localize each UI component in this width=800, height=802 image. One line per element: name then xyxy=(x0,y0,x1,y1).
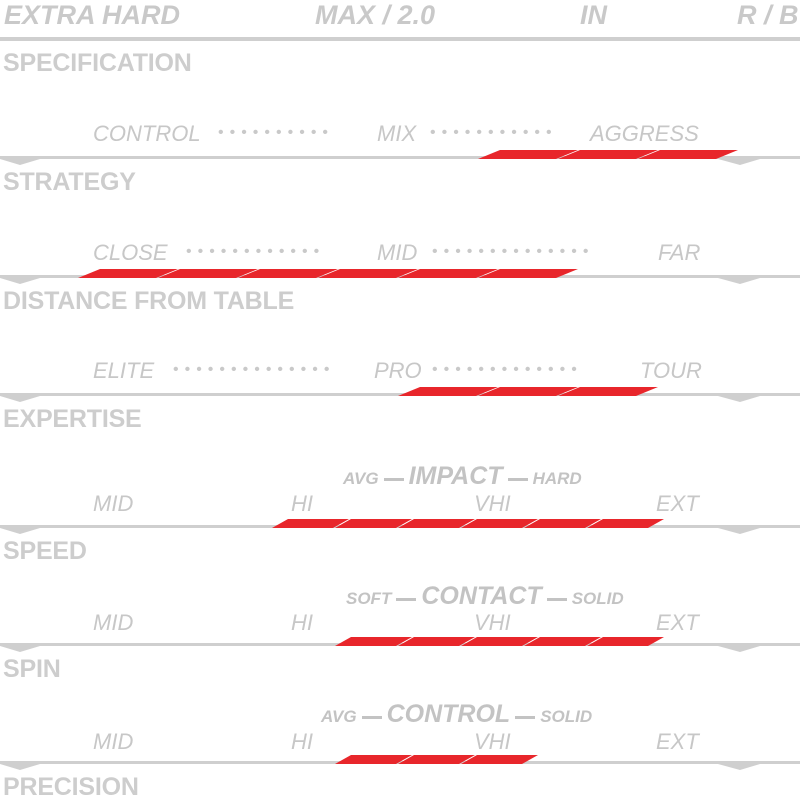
rating-segment xyxy=(398,755,475,764)
rating-segment xyxy=(398,269,498,278)
rating-segment xyxy=(335,519,412,528)
rating-segment xyxy=(478,150,578,159)
scale-label-mix: MIX xyxy=(377,121,417,146)
rating-segment xyxy=(318,269,418,278)
scale-label-pro: PRO xyxy=(374,358,422,383)
rating-segment xyxy=(398,387,498,396)
rating-segment xyxy=(398,637,475,646)
impact-left-label: AVG xyxy=(343,469,379,488)
rating-segment xyxy=(558,150,658,159)
scale-label-hi: HI xyxy=(291,729,313,754)
scale-label-hi: HI xyxy=(291,491,313,516)
hardness-label: EXTRA HARD xyxy=(4,0,181,30)
scale-label-tour: TOUR xyxy=(640,358,702,383)
scale-label-elite: ELITE xyxy=(93,358,155,383)
track-line xyxy=(0,643,800,652)
scale-dots: •••••••••••••• xyxy=(432,243,595,260)
scale-dots: ••••••••••• xyxy=(430,124,558,141)
scale-dots: •••••••••••• xyxy=(186,243,326,260)
rating-segment xyxy=(587,519,664,528)
section-title-strategy: STRATEGY xyxy=(3,168,136,196)
scale-label-far: FAR xyxy=(658,240,701,265)
rating-bars xyxy=(0,150,800,770)
rating-segment xyxy=(638,150,738,159)
rating-segment xyxy=(335,755,412,764)
rating-segment xyxy=(272,519,349,528)
section-title-spin: SPIN xyxy=(3,655,61,683)
scale-label-mid: MID xyxy=(93,729,134,754)
header-divider xyxy=(0,37,800,41)
dash-divider xyxy=(383,478,404,482)
section-title-speed: SPEED xyxy=(3,537,87,565)
scale-label-close: CLOSE xyxy=(93,240,168,265)
hand-label: R / B xyxy=(737,0,799,30)
grip-label: IN xyxy=(580,0,607,30)
speed-label: MAX / 2.0 xyxy=(315,0,436,30)
contact-right-label: SOLID xyxy=(571,589,624,608)
scale-label-vhi: VHI xyxy=(474,491,511,516)
dash-divider xyxy=(361,716,382,720)
impact-main-label: IMPACT xyxy=(408,462,503,490)
rating-segment xyxy=(461,519,538,528)
control-left-label: AVG xyxy=(321,707,357,726)
scale-label-mid: MID xyxy=(377,240,418,265)
rating-segment xyxy=(461,637,538,646)
scale-dots: ••••••••••••• xyxy=(432,361,583,378)
section-title-precision: PRECISION xyxy=(3,773,139,801)
dash-divider xyxy=(507,478,528,482)
scale-label-ext: EXT xyxy=(656,729,699,754)
dash-divider xyxy=(396,598,417,602)
scale-label-control: CONTROL xyxy=(93,121,201,146)
contact-subheading: SOFT CONTACT SOLID xyxy=(346,582,624,611)
rating-segment xyxy=(335,637,412,646)
scale-label-aggress: AGGRESS xyxy=(590,121,699,146)
rating-segment xyxy=(587,637,664,646)
dash-divider xyxy=(546,598,567,602)
track-line xyxy=(0,525,800,534)
contact-main-label: CONTACT xyxy=(421,582,542,610)
impact-right-label: HARD xyxy=(532,469,582,488)
scale-label-vhi: VHI xyxy=(474,729,511,754)
rating-segment xyxy=(524,519,601,528)
scale-label-mid: MID xyxy=(93,610,134,635)
section-title-distance: DISTANCE FROM TABLE xyxy=(3,287,295,315)
rating-segment xyxy=(398,519,475,528)
contact-left-label: SOFT xyxy=(346,589,392,608)
rating-segment xyxy=(558,387,658,396)
rating-segment xyxy=(478,269,578,278)
scale-label-mid: MID xyxy=(93,491,134,516)
control-subheading: AVG CONTROL SOLID xyxy=(321,700,592,729)
control-main-label: CONTROL xyxy=(386,700,511,728)
rating-segment xyxy=(158,269,258,278)
impact-subheading: AVG IMPACT HARD xyxy=(343,462,582,491)
track-line xyxy=(0,761,800,770)
rating-segment xyxy=(78,269,178,278)
scale-label-hi: HI xyxy=(291,610,313,635)
scale-label-vhi: VHI xyxy=(474,610,511,635)
rating-segment xyxy=(524,637,601,646)
scale-dots: •••••••••• xyxy=(218,124,335,141)
rating-segment xyxy=(461,755,538,764)
scale-label-ext: EXT xyxy=(656,610,699,635)
scale-label-ext: EXT xyxy=(656,491,699,516)
track-line xyxy=(0,393,800,402)
rating-segment xyxy=(238,269,338,278)
dash-divider xyxy=(515,716,536,720)
control-right-label: SOLID xyxy=(540,707,593,726)
rating-segment xyxy=(478,387,578,396)
section-title-expertise: EXPERTISE xyxy=(3,405,142,433)
scale-dots: •••••••••••••• xyxy=(173,361,336,378)
section-title-specification: SPECIFICATION xyxy=(3,49,192,77)
